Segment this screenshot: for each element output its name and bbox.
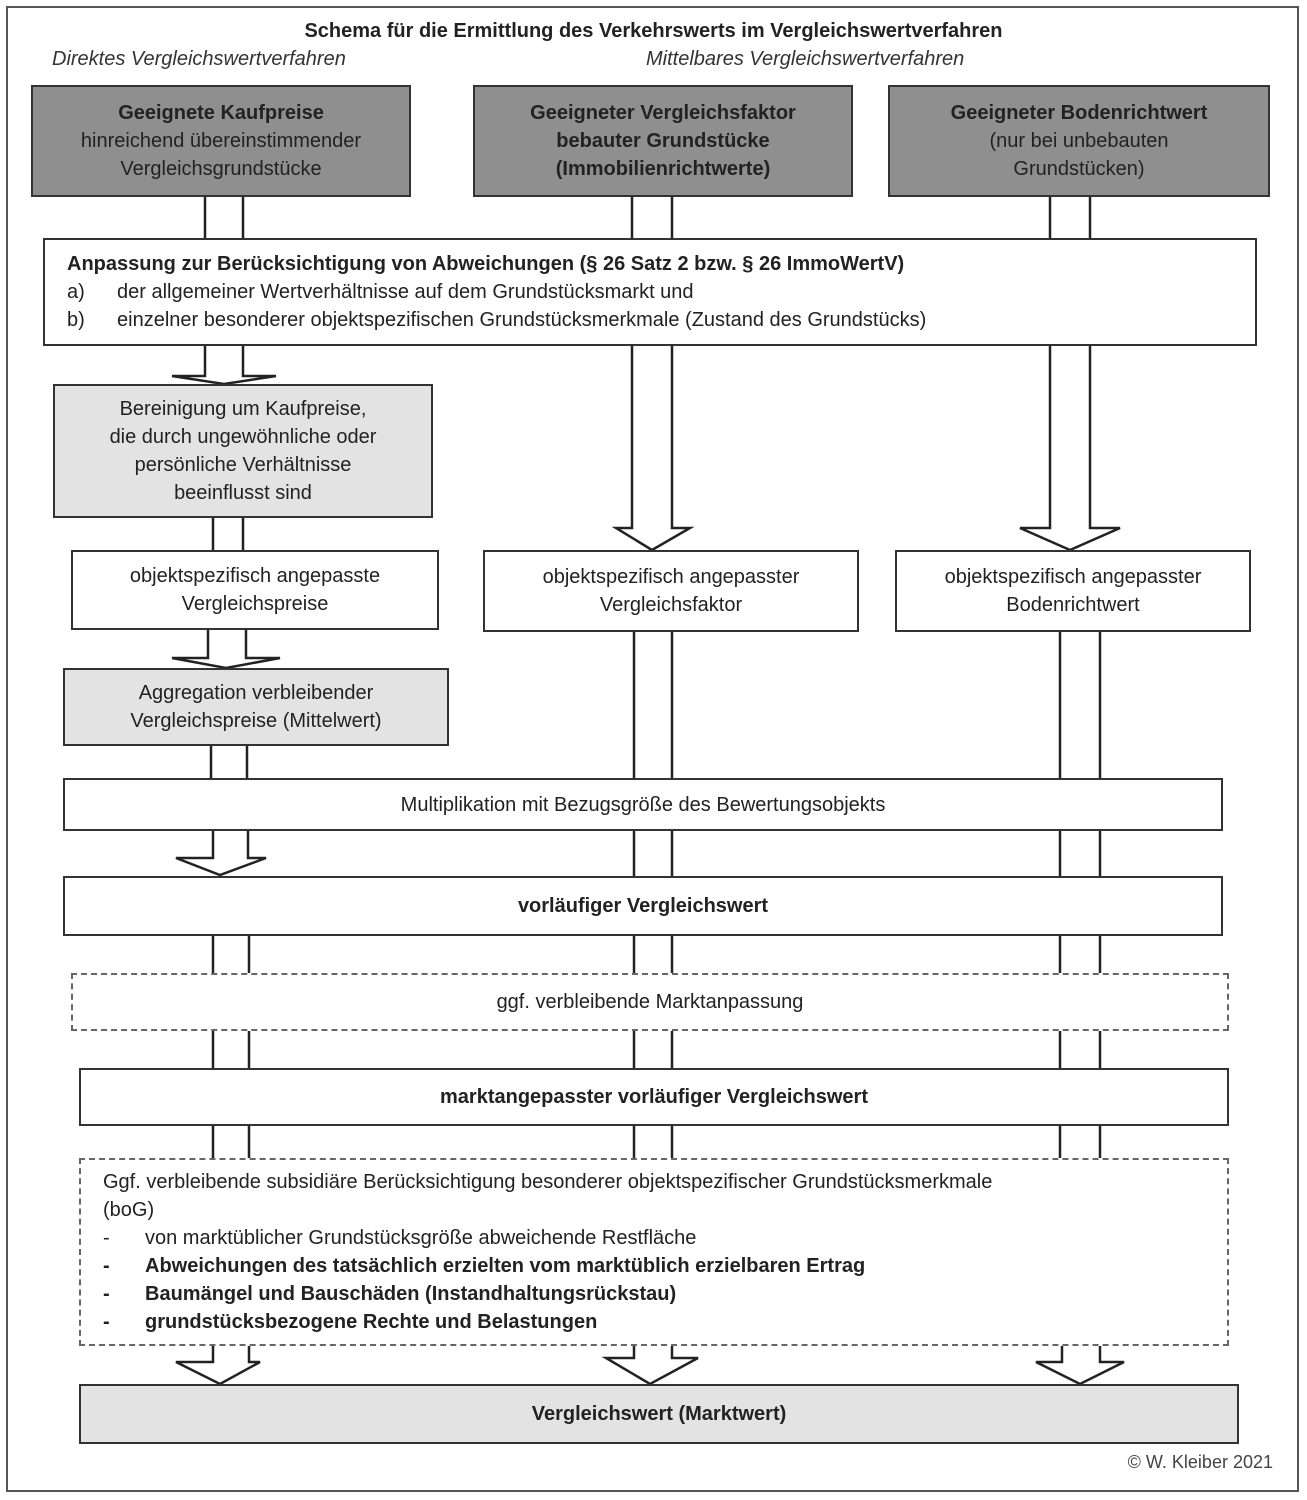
anpassung-b-text: einzelner besonderer objektspezifischen … [117,309,927,331]
bog-bullet: - [103,1255,110,1277]
down-arrow [175,1346,261,1386]
angepasst-boden-line2: Bodenrichtwert [1006,594,1140,616]
box-kaufpreise-line1: Geeignete Kaufpreise [118,102,324,124]
bog-item: - Baumängel und Bauschäden (Instandhaltu… [103,1280,676,1308]
down-arrow [1035,1346,1125,1386]
box-kaufpreise-line2: hinreichend übereinstimmender [80,130,362,152]
diagram-frame [6,6,1299,1492]
copyright-note: © W. Kleiber 2021 [1127,1452,1273,1472]
angepasst-faktor-line1: objektspezifisch angepasster [542,566,800,588]
angepasst-boden-line1: objektspezifisch angepasster [944,566,1202,588]
box-vergleichsfaktor-line2: bebauter Grundstücke [556,130,770,152]
marktanpassung-text: ggf. verbleibende Marktanpassung [496,991,804,1013]
bog-bullet: - [103,1227,110,1249]
box-vergleichsfaktor-line3: (Immobilienrichtwerte) [555,158,771,180]
box-bodenrichtwert-line2: (nur bei unbebauten [989,130,1169,152]
box-vergleichswert: Vergleichswert (Marktwert) [79,1384,1239,1444]
bog-item: - grundstücksbezogene Rechte und Belastu… [103,1308,597,1336]
aggregation-line1: Aggregation verbleibender [138,682,374,704]
box-anpassung: Anpassung zur Berücksichtigung von Abwei… [43,238,1257,346]
angepasst-preise-line2: Vergleichspreise [181,593,329,615]
box-vergleichsfaktor-line1: Geeigneter Vergleichsfaktor [530,102,796,124]
diagram-title: Schema für die Ermittlung des Verkehrswe… [304,20,1003,42]
down-arrow [171,628,281,670]
box-marktangepasster-vergleichswert: marktangepasster vorläufiger Vergleichsw… [79,1068,1229,1126]
box-multiplikation: Multiplikation mit Bezugsgröße des Bewer… [63,778,1223,831]
vergleichswert-text: Vergleichswert (Marktwert) [531,1403,787,1425]
box-marktanpassung: ggf. verbleibende Marktanpassung [71,973,1229,1031]
angepasst-faktor-line2: Vergleichsfaktor [599,594,743,616]
bereinigung-line2: die durch ungewöhnliche oder [109,426,377,448]
down-arrow [175,830,267,877]
box-bodenrichtwert: Geeigneter Bodenrichtwert (nur bei unbeb… [888,85,1270,197]
box-kaufpreise: Geeignete Kaufpreise hinreichend überein… [31,85,411,197]
down-arrow [1019,345,1121,552]
box-angepasster-vergleichsfaktor: objektspezifisch angepasster Vergleichsf… [483,550,859,632]
bog-bullet: - [103,1311,110,1333]
bereinigung-line1: Bereinigung um Kaufpreise, [119,398,367,420]
anpassung-item-a: a) der allgemeiner Wertverhältnisse auf … [67,278,694,306]
multiplikation-text: Multiplikation mit Bezugsgröße des Bewer… [400,793,886,816]
bog-item-text: grundstücksbezogene Rechte und Belastung… [145,1311,598,1333]
bog-item-text: Baumängel und Bauschäden (Instandhaltung… [145,1283,677,1305]
vorlaeufig-text: vorläufiger Vergleichswert [517,895,769,917]
anpassung-a-text: der allgemeiner Wertverhältnisse auf dem… [117,281,694,303]
box-vergleichsfaktor: Geeigneter Vergleichsfaktor bebauter Gru… [473,85,853,197]
bog-item: - von marktüblicher Grundstücksgröße abw… [103,1224,696,1252]
bog-item: - Abweichungen des tatsächlich erzielten… [103,1252,865,1280]
box-bodenrichtwert-line3: Grundstücken) [1013,158,1145,180]
box-bereinigung: Bereinigung um Kaufpreise, die durch ung… [53,384,433,518]
box-angepasster-bodenrichtwert: objektspezifisch angepasster Bodenrichtw… [895,550,1251,632]
down-arrow [601,1346,699,1386]
angepasst-preise-line1: objektspezifisch angepasste [129,565,381,587]
bog-line2: (boG) [103,1199,155,1221]
anpassung-heading: Anpassung zur Berücksichtigung von Abwei… [67,253,905,275]
aggregation-line2: Vergleichspreise (Mittelwert) [130,710,382,732]
subtitle-direct: Direktes Vergleichswertverfahren [52,48,346,70]
down-arrow [171,345,277,386]
bereinigung-line3: persönliche Verhältnisse [134,454,352,476]
down-arrow [611,345,695,552]
box-bodenrichtwert-line1: Geeigneter Bodenrichtwert [950,102,1208,124]
box-kaufpreise-line3: Vergleichsgrundstücke [120,158,322,180]
anpassung-a-label: a) [67,281,85,303]
marktangepasst-text: marktangepasster vorläufiger Vergleichsw… [440,1086,868,1108]
bog-item-text: Abweichungen des tatsächlich erzielten v… [145,1255,866,1277]
box-bog: Ggf. verbleibende subsidiäre Berücksicht… [79,1158,1229,1346]
bereinigung-line4: beeinflusst sind [174,482,312,504]
bog-bullet: - [103,1283,110,1305]
anpassung-item-b: b) einzelner besonderer objektspezifisch… [67,306,926,334]
box-vorlaeufiger-vergleichswert: vorläufiger Vergleichswert [63,876,1223,936]
box-aggregation: Aggregation verbleibender Vergleichsprei… [63,668,449,746]
subtitle-indirect: Mittelbares Vergleichswertverfahren [646,48,965,70]
box-angepasste-vergleichspreise: objektspezifisch angepasste Vergleichspr… [71,550,439,630]
bog-line1: Ggf. verbleibende subsidiäre Berücksicht… [103,1171,993,1193]
bog-item-text: von marktüblicher Grundstücksgröße abwei… [145,1227,697,1249]
anpassung-b-label: b) [67,309,85,331]
